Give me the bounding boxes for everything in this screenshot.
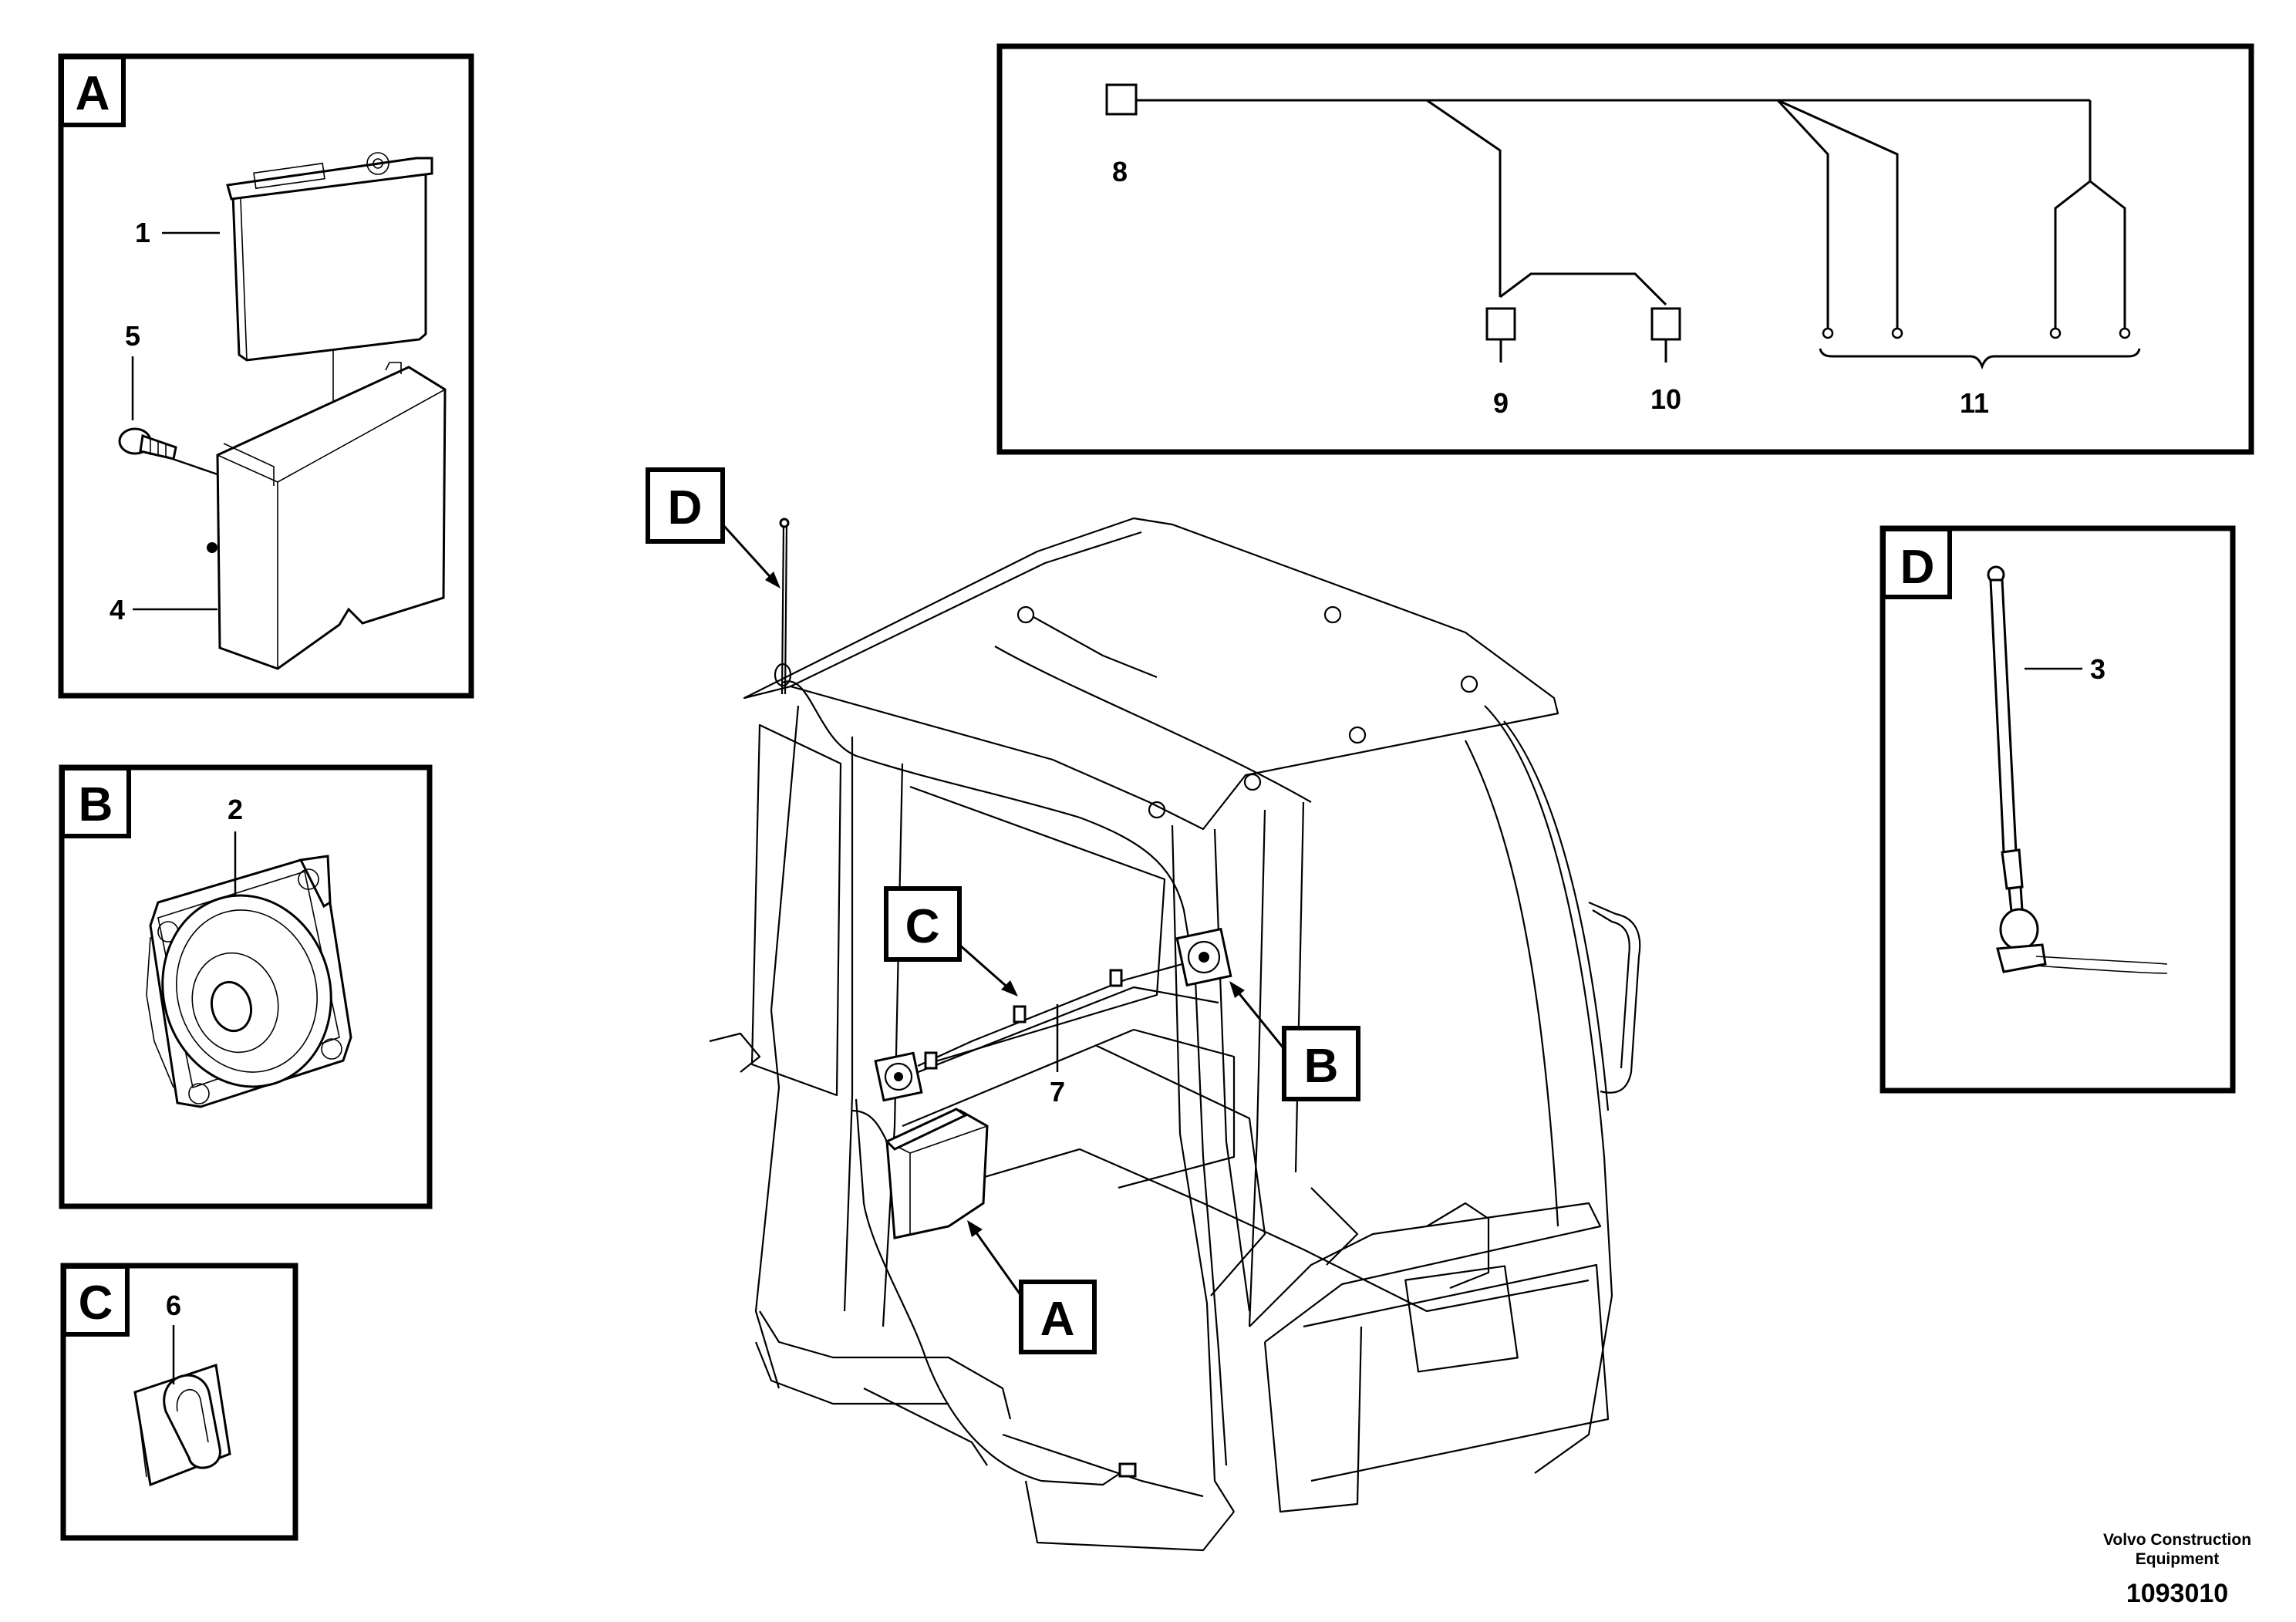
part-number-7: 7 [1050,1076,1065,1108]
screw-icon [118,427,177,460]
callout-radio: A [967,1220,1097,1354]
inset-label-a: A [76,67,110,120]
part-number-4: 4 [110,594,125,626]
cable-clip-icon [133,1364,231,1487]
inset-label-b: B [79,778,113,831]
part-number-8: 8 [1112,156,1128,187]
inset-radio: A [58,53,474,699]
antenna-icon [1987,565,2168,974]
callout-antenna: D [646,467,781,588]
part-number-6: 6 [166,1290,181,1321]
callout-label-d: D [668,481,703,534]
part-number-1: 1 [135,217,150,248]
speaker-right-in-cab [1175,927,1232,987]
radio-in-cab [851,1108,989,1239]
callout-label-c: C [905,900,940,953]
inset-clip: C 6 [60,1263,298,1541]
speaker-left-in-cab [874,1051,923,1102]
part-number-9: 9 [1493,387,1509,419]
speaker-icon [146,855,352,1108]
radio-unit-symbol [1105,83,1138,116]
radio-front-unit [226,152,433,362]
drawing-number: 1093010 [2126,1579,2228,1608]
company-name-line1: Volvo Construction [2103,1531,2251,1549]
wiring-schematic: 8 9 10 11 [996,43,2254,455]
speaker-left-symbol [1485,307,1516,341]
callout-clip: C [884,886,1018,996]
part-number-5: 5 [125,320,140,352]
inset-label-c: C [79,1276,113,1330]
part-number-3: 3 [2090,653,2106,685]
callout-speaker: B [1229,981,1360,1101]
company-name-line2: Equipment [2136,1550,2220,1568]
speaker-right-symbol [1650,307,1681,341]
part-number-2: 2 [228,794,243,825]
cab-illustration: 7 [709,517,1641,1552]
part-number-10: 10 [1650,383,1681,415]
callout-label-a: A [1040,1293,1075,1346]
part-number-11: 11 [1960,387,1989,419]
inset-label-d: D [1900,541,1935,594]
callout-label-b: B [1304,1040,1339,1093]
inset-antenna: D 3 [1880,525,2236,1094]
inset-speaker: B 2 [59,764,433,1209]
radio-housing [207,362,447,670]
